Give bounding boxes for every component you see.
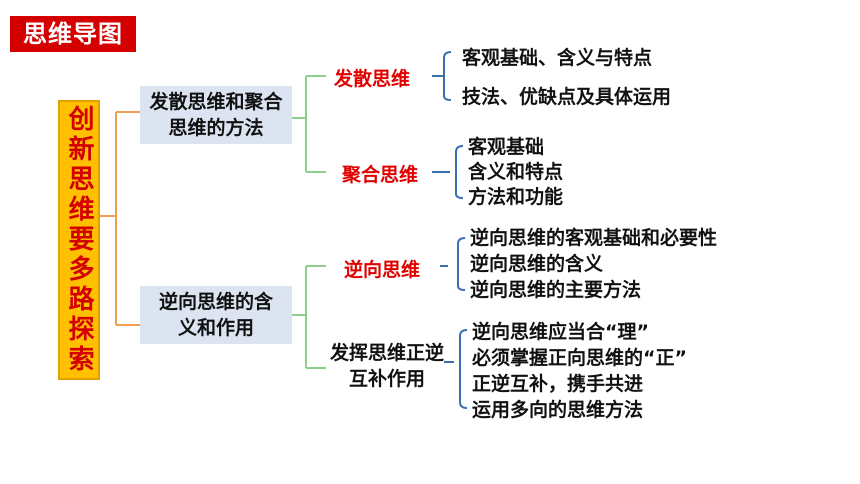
leaf-item: 逆向思维的主要方法 — [470, 279, 642, 301]
branch-divergent-convergent: 发散思维和聚合思维的方法 — [140, 86, 292, 144]
branch-reverse-thinking: 逆向思维的含义和作用 — [140, 286, 292, 344]
leaf-item: 客观基础 — [468, 136, 545, 158]
root-node: 创新思维要多路探索 — [58, 100, 100, 380]
bracket-reverse — [440, 237, 466, 291]
branch-label: 逆向思维的含义和作用 — [158, 291, 273, 339]
node-divergent-thinking: 发散思维 — [334, 68, 411, 90]
leaf-item: 正逆互补，携手共进 — [472, 373, 644, 395]
connector-branch1 — [292, 75, 326, 173]
branch-label: 发散思维和聚合思维的方法 — [149, 91, 283, 139]
page-title: 思维导图 — [10, 16, 136, 52]
leaf-item: 方法和功能 — [468, 186, 564, 208]
leaf-item: 客观基础、含义与特点 — [462, 47, 653, 69]
node-reverse-thinking: 逆向思维 — [344, 259, 421, 281]
leaf-item: 技法、优缺点及具体运用 — [462, 86, 672, 108]
node-complementary-role: 发挥思维正逆互补作用 — [330, 342, 445, 390]
bracket-complement — [444, 329, 468, 409]
leaf-item: 逆向思维的含义 — [470, 253, 604, 275]
connector-root-branches — [100, 111, 140, 326]
root-node-label: 创新思维要多路探索 — [64, 105, 94, 375]
bracket-convergent — [432, 145, 464, 199]
leaf-item: 运用多向的思维方法 — [472, 399, 644, 421]
leaf-item: 含义和特点 — [468, 161, 564, 183]
leaf-item: 必须掌握正向思维的“正” — [472, 347, 687, 369]
node-convergent-thinking: 聚合思维 — [342, 164, 419, 186]
leaf-item: 逆向思维的客观基础和必要性 — [470, 227, 718, 249]
leaf-item: 逆向思维应当合“理” — [472, 321, 649, 343]
connector-branch2 — [292, 265, 326, 369]
bracket-divergent — [432, 51, 452, 101]
